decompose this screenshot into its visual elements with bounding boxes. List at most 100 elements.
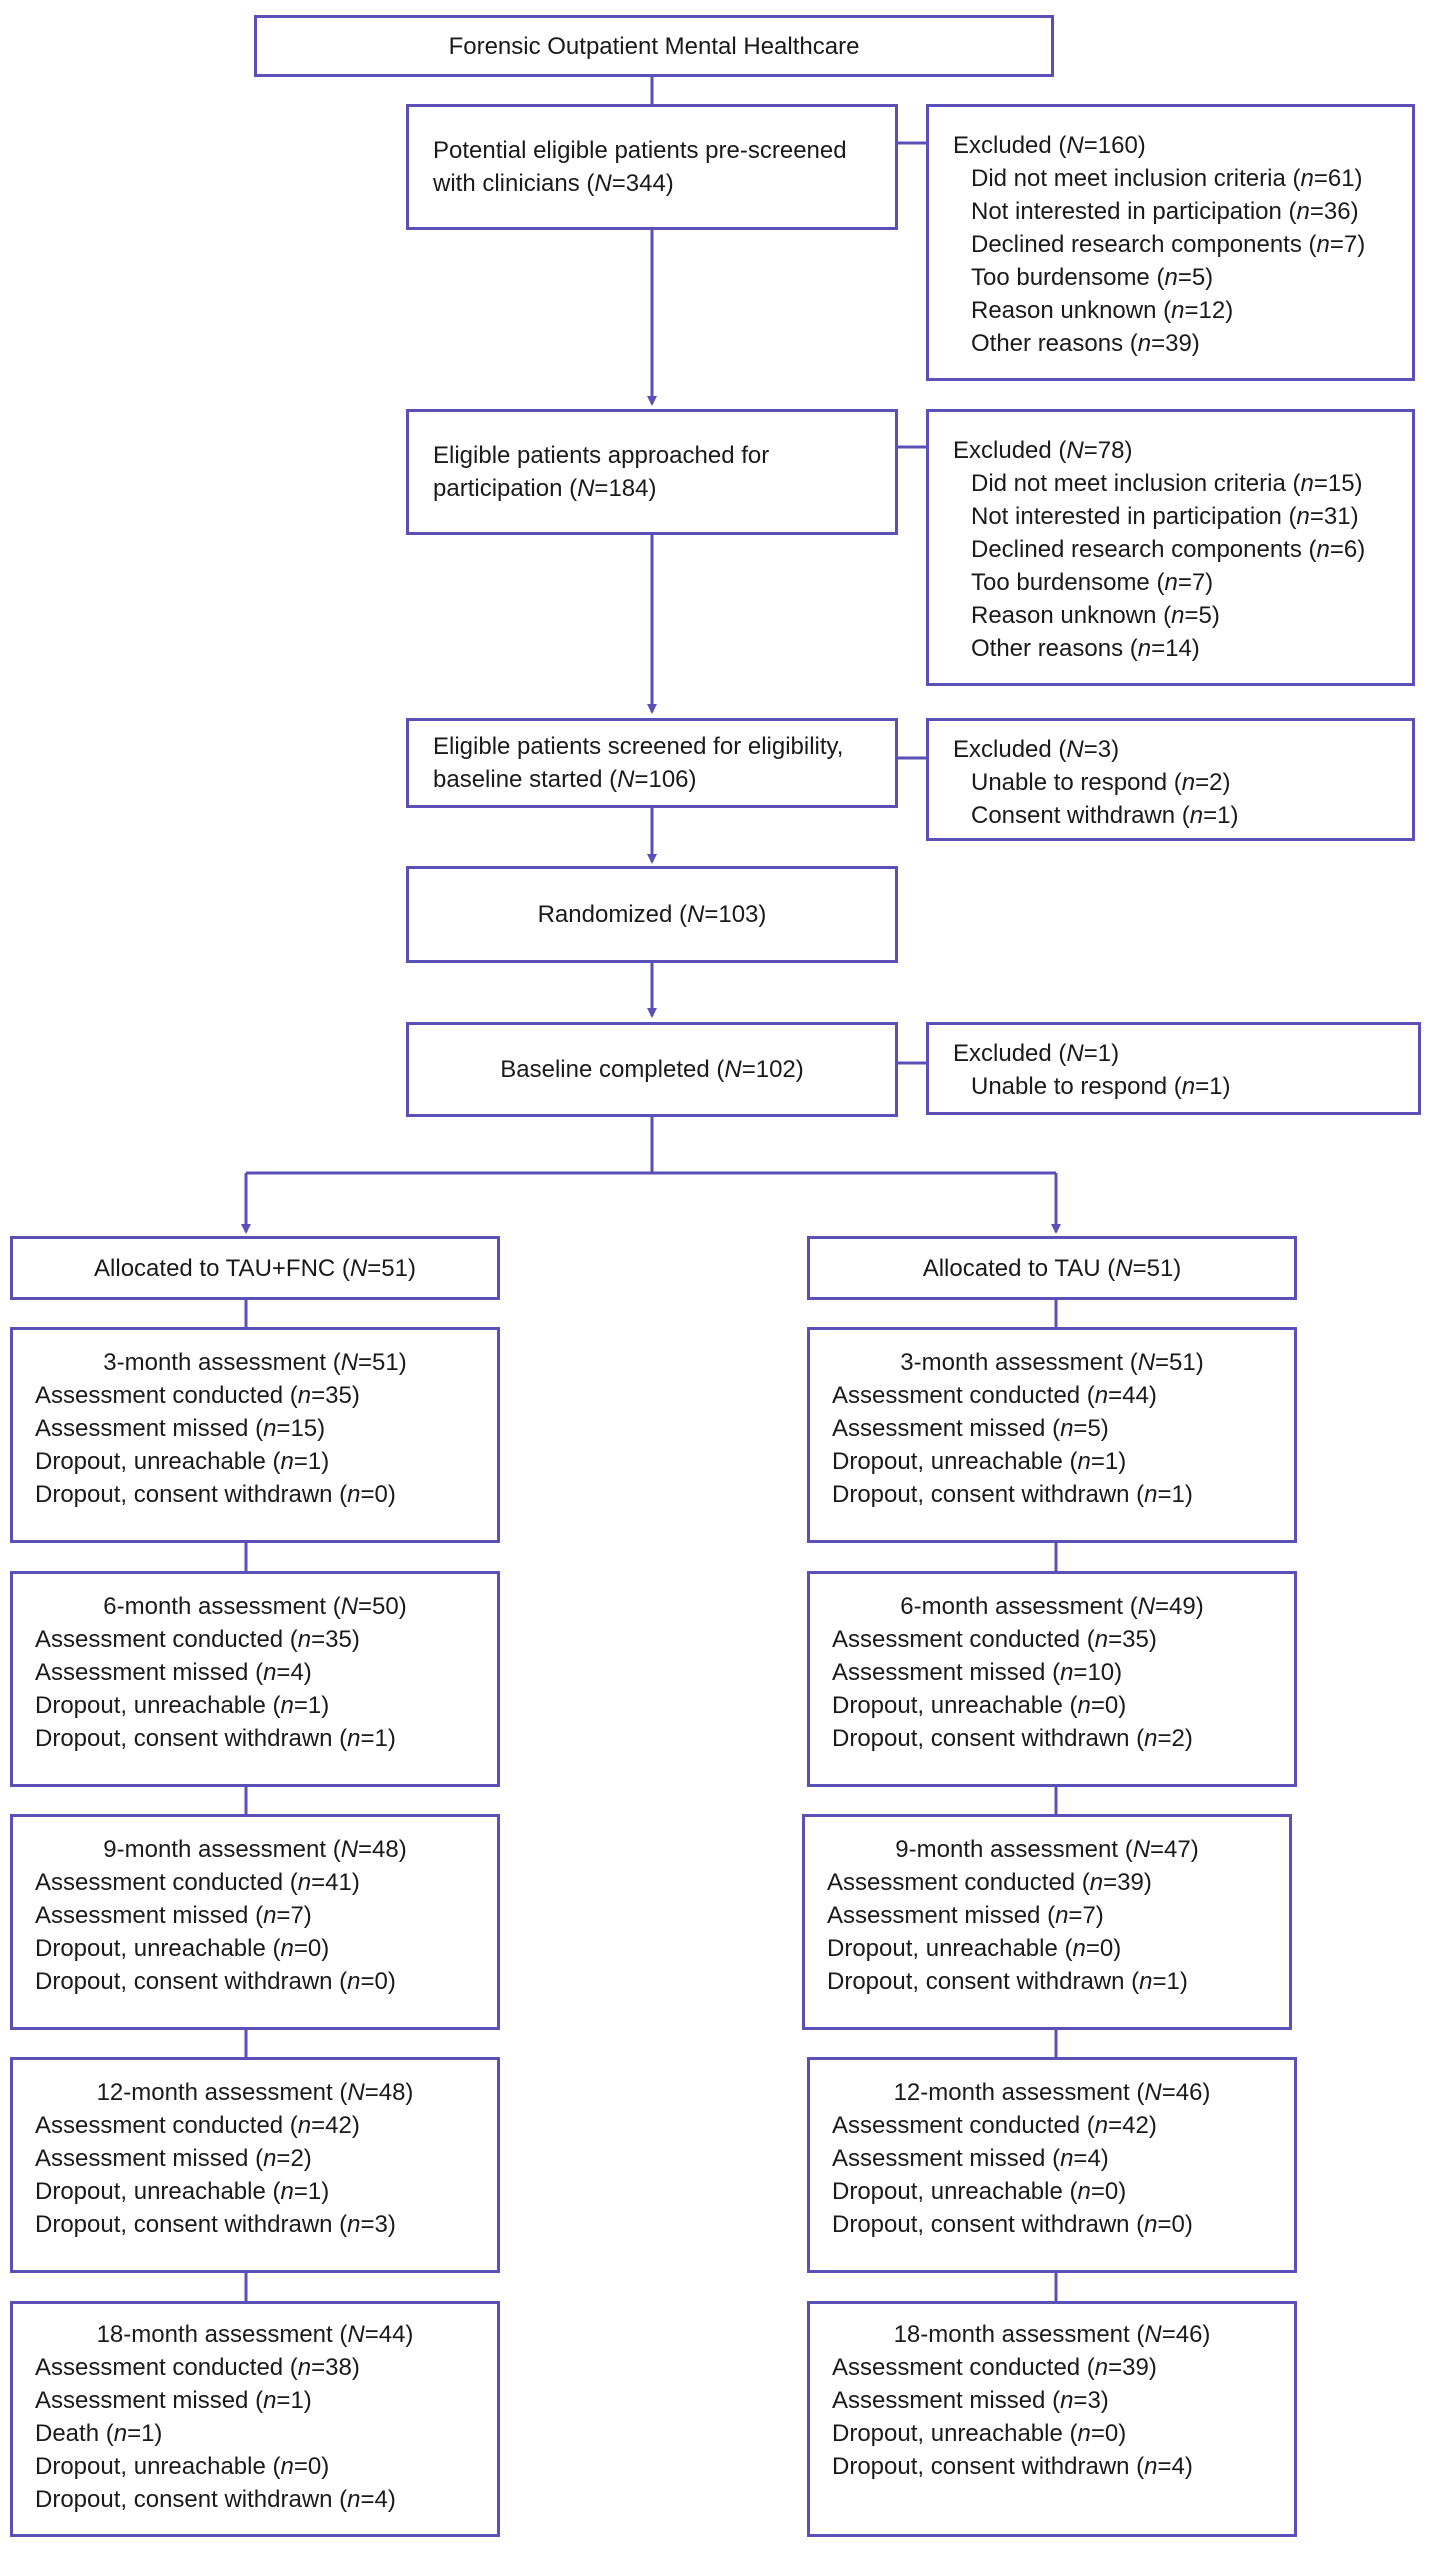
assessment-detail: Dropout, unreachable (n=0)	[832, 1692, 1127, 1719]
assessment-detail: Assessment conducted (n=35)	[35, 1382, 360, 1409]
assessment-detail: Death (n=1)	[35, 2420, 163, 2447]
assessment-title: 9-month assessment (N=47)	[895, 1836, 1199, 1863]
excluded-title: Excluded (N=78)	[953, 437, 1133, 464]
assessment-box: 18-month assessment (N=44) Assessment con…	[10, 2301, 500, 2537]
assessment-title: 3-month assessment (N=51)	[900, 1349, 1204, 1376]
assessment-box: 18-month assessment (N=46) Assessment con…	[807, 2301, 1297, 2537]
assessment-detail: Dropout, unreachable (n=0)	[35, 2453, 330, 2480]
excluded-title: Excluded (N=3)	[953, 736, 1120, 763]
excluded-reason: Did not meet inclusion criteria (n=61)	[971, 165, 1363, 192]
approached-label: Eligible patients approached for	[433, 442, 770, 469]
assessment-detail: Assessment conducted (n=39)	[832, 2354, 1157, 2381]
excluded-reason: Too burdensome (n=5)	[971, 264, 1214, 291]
randomized-box: Randomized (N=103)	[406, 866, 898, 963]
assessment-detail: Assessment conducted (n=41)	[35, 1869, 360, 1896]
screened-label: Eligible patients screened for eligibili…	[433, 733, 844, 760]
assessment-detail: Dropout, unreachable (n=0)	[832, 2178, 1127, 2205]
assessment-box: 12-month assessment (N=46) Assessment con…	[807, 2057, 1297, 2273]
assessment-detail: Assessment missed (n=10)	[832, 1659, 1123, 1686]
assessment-detail: Dropout, consent withdrawn (n=4)	[832, 2453, 1193, 2480]
excluded-reason: Other reasons (n=39)	[971, 330, 1200, 357]
assessment-detail: Assessment conducted (n=44)	[832, 1382, 1157, 1409]
approached-label: participation (N=184)	[433, 475, 657, 502]
assessment-title: 6-month assessment (N=49)	[900, 1593, 1204, 1620]
assessment-detail: Assessment conducted (n=42)	[832, 2112, 1157, 2139]
assessment-title: 18-month assessment (N=46)	[893, 2321, 1211, 2348]
excluded-box-4: Excluded (N=1) Unable to respond (n=1)	[926, 1022, 1421, 1115]
assessment-detail: Assessment conducted (n=42)	[35, 2112, 360, 2139]
prescreened-label: with clinicians (N=344)	[433, 170, 674, 197]
assessment-detail: Dropout, consent withdrawn (n=1)	[827, 1968, 1188, 1995]
screened-box: Eligible patients screened for eligibili…	[406, 718, 898, 808]
assessment-title: 6-month assessment (N=50)	[103, 1593, 407, 1620]
assessment-detail: Assessment conducted (n=39)	[827, 1869, 1152, 1896]
assessment-title: 3-month assessment (N=51)	[103, 1349, 407, 1376]
assessment-detail: Assessment missed (n=4)	[832, 2145, 1109, 2172]
prescreened-label: Potential eligible patients pre-screened	[433, 137, 847, 164]
assessment-box: 9-month assessment (N=47) Assessment cond…	[802, 1814, 1292, 2030]
assessment-detail: Dropout, unreachable (n=1)	[832, 1448, 1127, 1475]
assessment-detail: Dropout, unreachable (n=0)	[35, 1935, 330, 1962]
excluded-reason: Did not meet inclusion criteria (n=15)	[971, 470, 1363, 497]
assessment-title: 9-month assessment (N=48)	[103, 1836, 407, 1863]
assessment-box: 6-month assessment (N=49) Assessment cond…	[807, 1571, 1297, 1787]
baseline-label: Baseline completed (N=102)	[500, 1056, 804, 1083]
assessment-detail: Assessment conducted (n=35)	[832, 1626, 1157, 1653]
assessment-box: 3-month assessment (N=51) Assessment cond…	[10, 1327, 500, 1543]
baseline-box: Baseline completed (N=102)	[406, 1022, 898, 1117]
excluded-reason: Too burdensome (n=7)	[971, 569, 1214, 596]
assessment-box: 3-month assessment (N=51) Assessment cond…	[807, 1327, 1297, 1543]
assessment-detail: Dropout, consent withdrawn (n=0)	[35, 1968, 396, 1995]
assessment-detail: Dropout, unreachable (n=1)	[35, 1692, 330, 1719]
assessment-box: 9-month assessment (N=48) Assessment cond…	[10, 1814, 500, 2030]
assessment-detail: Assessment missed (n=7)	[827, 1902, 1104, 1929]
excluded-box-1: Excluded (N=160) Did not meet inclusion c…	[926, 104, 1415, 381]
assessment-detail: Dropout, consent withdrawn (n=3)	[35, 2211, 396, 2238]
assessment-detail: Dropout, consent withdrawn (n=0)	[35, 1481, 396, 1508]
excluded-reason: Other reasons (n=14)	[971, 635, 1200, 662]
assessment-detail: Assessment missed (n=2)	[35, 2145, 312, 2172]
excluded-title: Excluded (N=1)	[953, 1040, 1120, 1067]
excluded-reason: Reason unknown (n=12)	[971, 297, 1234, 324]
assessment-title: 12-month assessment (N=48)	[96, 2079, 414, 2106]
assessment-detail: Dropout, unreachable (n=0)	[827, 1935, 1122, 1962]
top-title: Forensic Outpatient Mental Healthcare	[448, 32, 860, 60]
assessment-detail: Dropout, unreachable (n=1)	[35, 1448, 330, 1475]
allocation-box-tau: Allocated to TAU (N=51)	[807, 1236, 1297, 1300]
excluded-reason: Declined research components (n=7)	[971, 231, 1366, 258]
assessment-detail: Assessment missed (n=1)	[35, 2387, 312, 2414]
assessment-detail: Assessment missed (n=7)	[35, 1902, 312, 1929]
excluded-box-3: Excluded (N=3) Unable to respond (n=2) Con…	[926, 718, 1415, 841]
assessment-detail: Dropout, consent withdrawn (n=4)	[35, 2486, 396, 2513]
excluded-reason: Consent withdrawn (n=1)	[971, 802, 1239, 829]
randomized-label: Randomized (N=103)	[537, 901, 767, 928]
assessment-detail: Assessment missed (n=15)	[35, 1415, 326, 1442]
assessment-title: 12-month assessment (N=46)	[893, 2079, 1211, 2106]
assessment-detail: Assessment conducted (n=38)	[35, 2354, 360, 2381]
assessment-detail: Assessment conducted (n=35)	[35, 1626, 360, 1653]
assessment-detail: Dropout, consent withdrawn (n=1)	[35, 1725, 396, 1752]
assessment-detail: Dropout, consent withdrawn (n=2)	[832, 1725, 1193, 1752]
assessment-detail: Dropout, unreachable (n=1)	[35, 2178, 330, 2205]
assessment-title: 18-month assessment (N=44)	[96, 2321, 414, 2348]
excluded-reason: Not interested in participation (n=36)	[971, 198, 1359, 225]
assessment-detail: Assessment missed (n=4)	[35, 1659, 312, 1686]
excluded-reason: Not interested in participation (n=31)	[971, 503, 1359, 530]
assessment-box: 12-month assessment (N=48) Assessment con…	[10, 2057, 500, 2273]
prescreened-box: Potential eligible patients pre-screened…	[406, 104, 898, 230]
approached-box: Eligible patients approached for particip…	[406, 409, 898, 535]
allocation-label: Allocated to TAU (N=51)	[922, 1254, 1182, 1282]
allocation-label: Allocated to TAU+FNC (N=51)	[94, 1254, 416, 1282]
assessment-detail: Dropout, consent withdrawn (n=0)	[832, 2211, 1193, 2238]
screened-label: baseline started (N=106)	[433, 766, 697, 793]
excluded-box-2: Excluded (N=78) Did not meet inclusion cr…	[926, 409, 1415, 686]
excluded-reason: Unable to respond (n=1)	[971, 1073, 1231, 1100]
excluded-title: Excluded (N=160)	[953, 132, 1146, 159]
assessment-detail: Assessment missed (n=5)	[832, 1415, 1109, 1442]
assessment-box: 6-month assessment (N=50) Assessment cond…	[10, 1571, 500, 1787]
assessment-detail: Assessment missed (n=3)	[832, 2387, 1109, 2414]
allocation-box-tau-fnc: Allocated to TAU+FNC (N=51)	[10, 1236, 500, 1300]
excluded-reason: Unable to respond (n=2)	[971, 769, 1231, 796]
excluded-reason: Reason unknown (n=5)	[971, 602, 1220, 629]
